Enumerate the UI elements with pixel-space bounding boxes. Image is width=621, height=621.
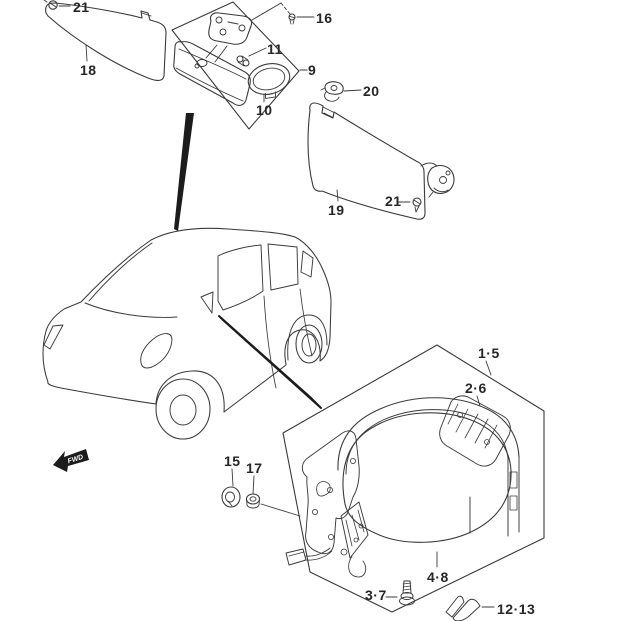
callout-12-13: 12·13 bbox=[497, 601, 536, 617]
left-sun-visor bbox=[45, 2, 167, 81]
grommet-15 bbox=[221, 468, 241, 508]
pointer-wedge-top bbox=[174, 113, 194, 231]
callout-19: 19 bbox=[328, 202, 345, 218]
door-mirror-box bbox=[282, 344, 545, 613]
callout-21-left: 21 bbox=[73, 0, 90, 15]
right-visor-screw-21 bbox=[397, 197, 422, 213]
callout-11: 11 bbox=[267, 41, 283, 57]
callout-2-6: 2·6 bbox=[465, 380, 487, 396]
callout-15: 15 bbox=[224, 453, 241, 469]
rearview-mirror bbox=[173, 12, 253, 106]
callout-9: 9 bbox=[308, 62, 317, 78]
fwd-arrow: FWD bbox=[53, 449, 89, 472]
door-mirror-inner-bracket-2-6 bbox=[439, 395, 518, 511]
callout-20: 20 bbox=[363, 83, 380, 99]
callout-18: 18 bbox=[80, 62, 97, 78]
door-mirror-screw-3-7 bbox=[385, 580, 415, 606]
rearview-mirror-box bbox=[171, 1, 308, 130]
callout-3-7: 3·7 bbox=[365, 587, 387, 603]
nut-17 bbox=[245, 475, 301, 517]
pointer-wedge-bottom bbox=[218, 315, 322, 409]
door-mirror-assembly bbox=[285, 360, 520, 578]
callout-17: 17 bbox=[246, 460, 263, 476]
mirror-cover-10 bbox=[247, 63, 291, 99]
door-mirror-cover-12-13 bbox=[445, 595, 495, 621]
rearview-screw-16 bbox=[251, 2, 315, 25]
callout-1-5: 1·5 bbox=[478, 345, 500, 361]
callout-10: 10 bbox=[256, 102, 273, 118]
door-mirror-base-bracket bbox=[285, 430, 369, 578]
right-sun-visor-19 bbox=[307, 102, 455, 220]
callout-4-8: 4·8 bbox=[427, 569, 449, 585]
callout-21-right: 21 bbox=[385, 193, 402, 209]
car-illustration bbox=[42, 227, 332, 440]
callout-16: 16 bbox=[316, 10, 333, 26]
fwd-arrow-label: FWD bbox=[67, 454, 84, 465]
mirror-damper-11 bbox=[236, 47, 267, 67]
left-visor-screw-21 bbox=[43, 0, 71, 10]
visor-holder-20 bbox=[320, 81, 362, 102]
